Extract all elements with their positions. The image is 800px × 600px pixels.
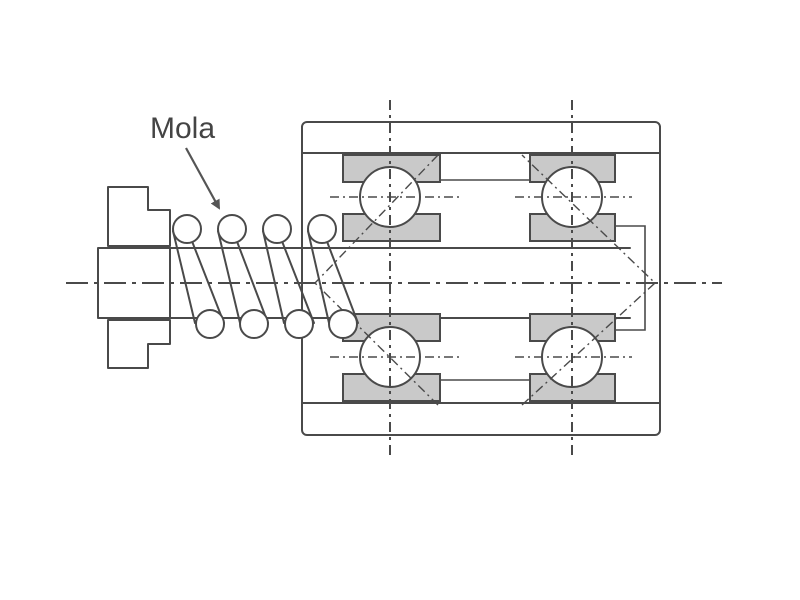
spring: [172, 214, 359, 339]
spring-coils-bottom: [195, 309, 358, 339]
spring-back-strands: [172, 230, 359, 324]
spring-coils-top: [172, 214, 337, 244]
bearing-spacer: [440, 179, 530, 381]
bearing-housing: [301, 121, 661, 436]
lock-nut: [615, 225, 646, 331]
center-lines: [66, 100, 722, 458]
arrow-icon: [185, 147, 220, 210]
bearing-top-left: [342, 154, 441, 242]
ball-center-lines: [330, 196, 632, 358]
spring-callout: Mola: [150, 112, 220, 210]
spring-label: Mola: [150, 112, 215, 145]
